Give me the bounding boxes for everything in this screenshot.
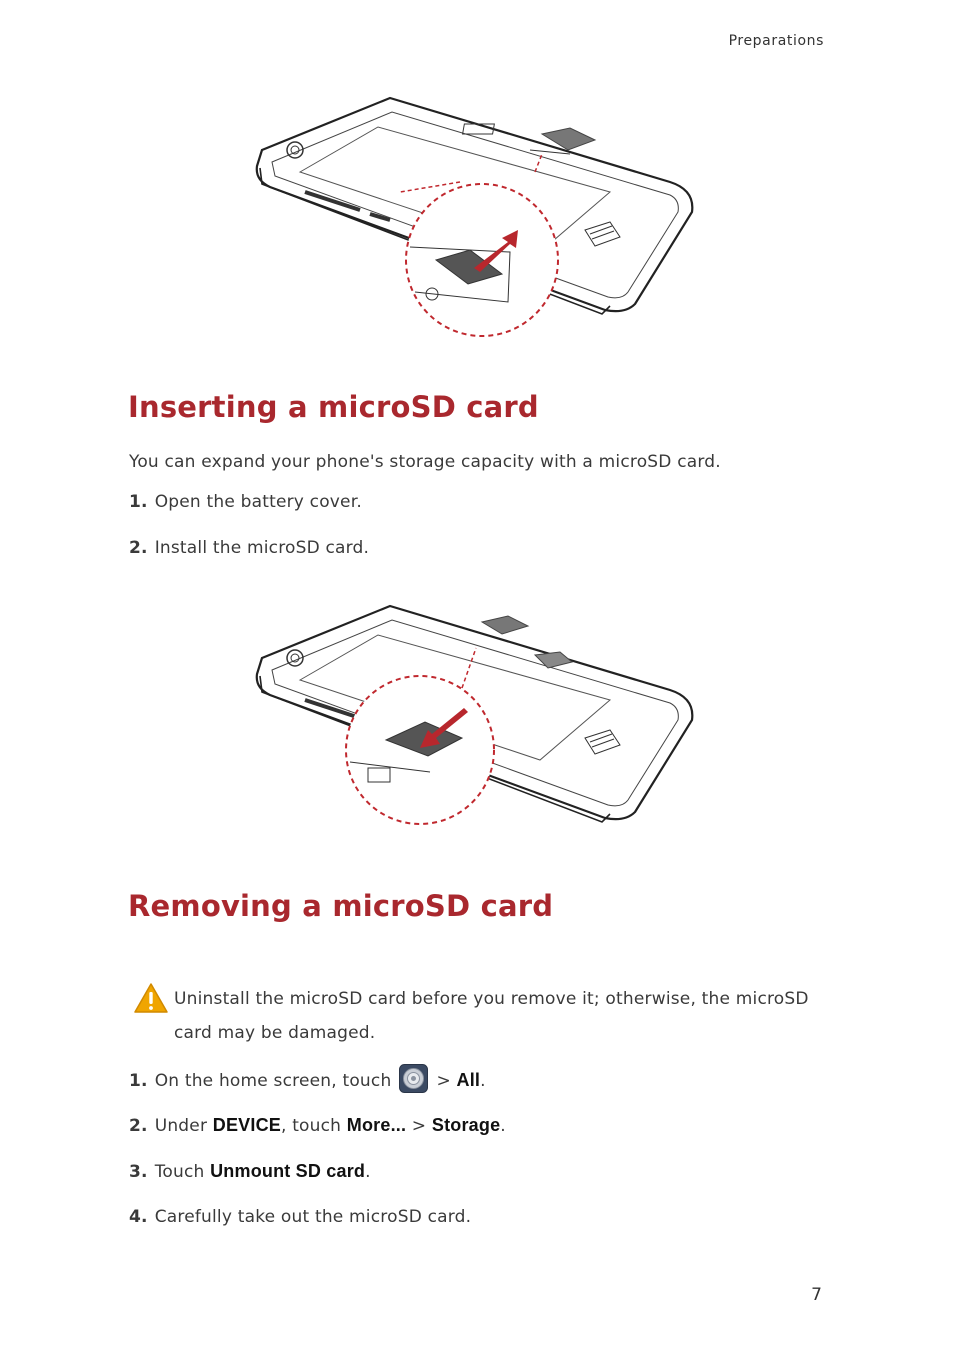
step-number: 1. bbox=[129, 1071, 148, 1091]
step-punct: . bbox=[365, 1162, 371, 1182]
step-number: 2. bbox=[129, 538, 148, 558]
remove-step-2: 2. Under DEVICE, touch More... > Storage. bbox=[129, 1113, 506, 1138]
step-text: Install the microSD card. bbox=[154, 538, 370, 558]
settings-icon bbox=[399, 1063, 429, 1093]
remove-step-3: 3. Touch Unmount SD card. bbox=[129, 1159, 371, 1184]
step-text-mid: , touch bbox=[280, 1116, 342, 1136]
step-text: Open the battery cover. bbox=[154, 492, 362, 512]
step-number: 4. bbox=[129, 1207, 148, 1227]
step-text: Touch bbox=[154, 1162, 205, 1182]
device-label: DEVICE bbox=[212, 1115, 281, 1135]
step-text: Under bbox=[154, 1116, 208, 1136]
insert-step-2: 2. Install the microSD card. bbox=[129, 536, 369, 560]
unmount-label: Unmount SD card bbox=[210, 1161, 366, 1181]
warning-icon bbox=[134, 983, 168, 1013]
section-title-inserting: Inserting a microSD card bbox=[128, 390, 539, 424]
remove-step-1: 1. On the home screen, touch > All. bbox=[129, 1063, 486, 1093]
insert-card-illustration bbox=[250, 92, 700, 342]
step-separator: > bbox=[411, 1116, 427, 1136]
page-number: 7 bbox=[811, 1285, 822, 1305]
step-number: 2. bbox=[129, 1116, 148, 1136]
step-separator: > bbox=[436, 1071, 451, 1091]
section-title-removing: Removing a microSD card bbox=[128, 889, 554, 923]
storage-label: Storage bbox=[431, 1115, 501, 1135]
step-punct: . bbox=[500, 1116, 506, 1136]
step-number: 1. bbox=[129, 492, 148, 512]
step-text: On the home screen, touch bbox=[154, 1071, 392, 1091]
running-header: Preparations bbox=[728, 33, 824, 49]
step-text: Carefully take out the microSD card. bbox=[154, 1207, 472, 1227]
step-number: 3. bbox=[129, 1162, 148, 1182]
remove-step-4: 4. Carefully take out the microSD card. bbox=[129, 1205, 471, 1229]
step-punct: . bbox=[480, 1071, 486, 1091]
intro-paragraph: You can expand your phone's storage capa… bbox=[129, 452, 721, 472]
install-microsd-illustration bbox=[250, 600, 700, 830]
more-label: More... bbox=[346, 1115, 407, 1135]
insert-step-1: 1. Open the battery cover. bbox=[129, 490, 362, 514]
all-label: All bbox=[456, 1070, 481, 1090]
warning-text: Uninstall the microSD card before you re… bbox=[174, 989, 809, 1043]
